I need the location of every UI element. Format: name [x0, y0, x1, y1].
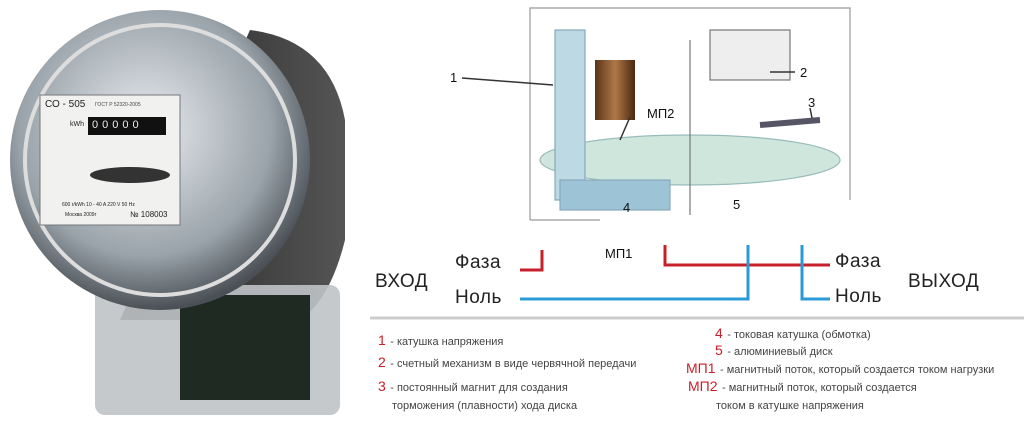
label-mp1: МП1: [605, 246, 633, 261]
callout-2: 2: [800, 65, 808, 80]
phase-in-label: Фаза: [455, 252, 502, 273]
meter-counter: 00000: [92, 119, 143, 131]
meter-model: СО - 505: [45, 99, 86, 110]
input-label: ВХОД: [375, 271, 429, 292]
legend-item: 1 - катушка напряжения: [378, 332, 504, 348]
phase-out-label: Фаза: [835, 251, 882, 272]
legend-item: 5 - алюминиевый диск: [715, 342, 833, 358]
legend-item: 2 - счетный механизм в виде червячной пе…: [378, 354, 637, 370]
wires: [520, 245, 830, 301]
output-label: ВЫХОД: [908, 271, 980, 292]
meter-photo: [10, 10, 345, 415]
callout-4: 4: [623, 200, 631, 215]
callout-1: 1: [450, 70, 458, 85]
meter-made: Москва 2009г: [65, 212, 97, 218]
meter-serial: № 108003: [130, 210, 168, 219]
neutral-in-label: Ноль: [455, 287, 502, 308]
meter-specs: 600 r/kWh 10 - 40 A 220 V 50 Hz: [62, 202, 135, 208]
callout-lines: [461, 71, 813, 141]
callout-5: 5: [733, 197, 741, 212]
meter-unit: kWh: [70, 121, 84, 128]
legend-item: МП1 - магнитный поток, который создается…: [686, 360, 995, 376]
label-mp2: МП2: [647, 106, 675, 121]
legend-item: 4 - токовая катушка (обмотка): [715, 325, 871, 341]
callout-3: 3: [808, 95, 816, 110]
meter-standard: ГОСТ Р 52320-2005: [95, 102, 141, 108]
circuit-diagram: [529, 7, 851, 221]
legend-item: МП2 - магнитный поток, который создается…: [688, 378, 917, 412]
neutral-out-label: Ноль: [835, 286, 882, 307]
